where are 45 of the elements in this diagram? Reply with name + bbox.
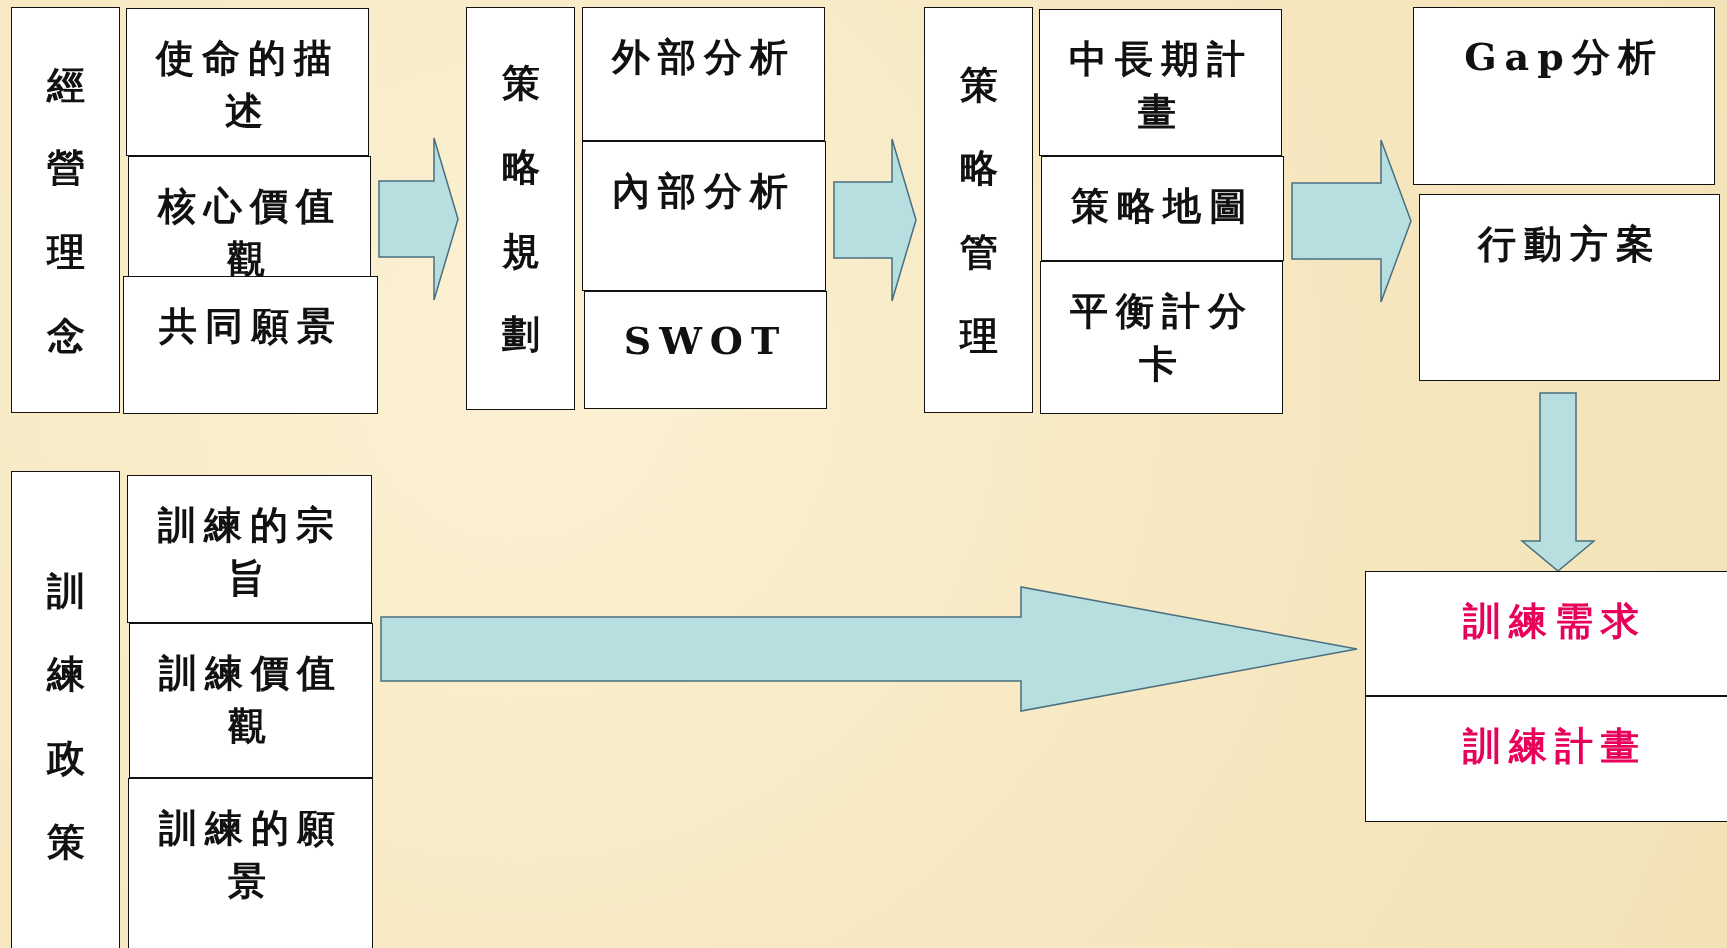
vertical-heading-box <box>924 7 1033 413</box>
process-box <box>1365 571 1727 696</box>
process-box <box>1419 194 1720 381</box>
block-arrow <box>1519 392 1597 572</box>
box-label: 訓練需求 <box>1463 597 1647 645</box>
process-box <box>1365 696 1727 822</box>
box-label: Gap分析 <box>1464 33 1664 81</box>
box-label: 外部分析 <box>611 33 796 81</box>
box-label: 訓練的宗旨 <box>156 501 343 603</box>
box-label: 訓練的願景 <box>157 804 344 906</box>
box-label: 策略規劃 <box>501 59 540 359</box>
process-box <box>1413 7 1715 185</box>
block-arrow <box>833 138 917 302</box>
vertical-heading-box <box>11 471 120 948</box>
box-label: 策略管理 <box>959 60 998 360</box>
vertical-heading-box <box>466 7 575 410</box>
box-label: 平衡計分卡 <box>1068 287 1255 389</box>
process-box <box>127 475 372 623</box>
process-box <box>128 778 373 948</box>
process-box <box>128 156 371 278</box>
box-label: 核心價值觀 <box>156 182 343 284</box>
box-label: 訓練計畫 <box>1463 722 1647 770</box>
process-box <box>126 8 369 156</box>
process-box <box>129 623 373 778</box>
block-arrow <box>378 137 459 301</box>
box-label: 中長期計畫 <box>1067 35 1254 137</box>
process-box <box>1039 9 1282 156</box>
box-label: 使命的描述 <box>154 34 341 136</box>
box-label: 訓練政策 <box>46 566 85 866</box>
process-box <box>582 7 825 141</box>
box-label: SWOT <box>623 317 788 365</box>
box-label: 內部分析 <box>612 167 796 215</box>
process-box <box>582 141 826 291</box>
box-label: 共同願景 <box>158 302 343 350</box>
block-arrow <box>380 586 1358 712</box>
process-box <box>1040 261 1283 414</box>
box-label: 訓練價值觀 <box>158 649 344 751</box>
box-label: 經營理念 <box>46 60 85 360</box>
process-box <box>123 276 378 414</box>
process-box <box>584 291 827 409</box>
box-label: 策略地圖 <box>1070 182 1255 230</box>
vertical-heading-box <box>11 7 120 413</box>
process-box <box>1041 156 1284 261</box>
block-arrow <box>1291 139 1412 303</box>
box-label: 行動方案 <box>1477 220 1662 268</box>
